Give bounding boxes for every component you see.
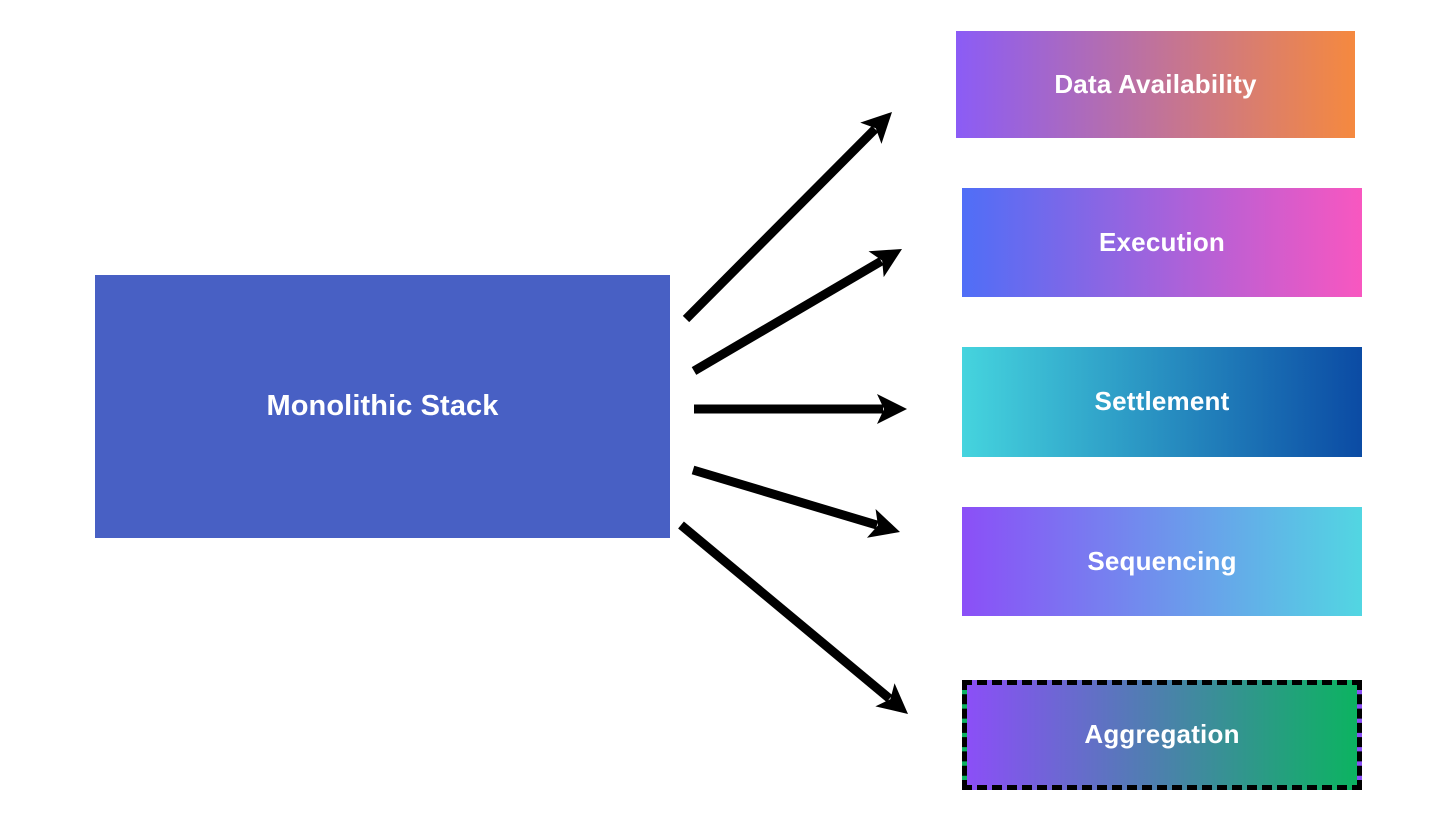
node-settlement[interactable]: Settlement	[962, 347, 1362, 457]
arrowhead-2	[868, 249, 902, 278]
arrow-connector-3	[694, 394, 907, 424]
arrow-connector-1	[682, 112, 892, 323]
arrowhead-5	[875, 683, 908, 714]
node-aggregation[interactable]: Aggregation	[962, 680, 1362, 790]
node-monolithic-stack-label: Monolithic Stack	[266, 390, 499, 423]
arrowhead-1	[860, 112, 892, 144]
node-sequencing[interactable]: Sequencing	[962, 507, 1362, 616]
node-execution-label: Execution	[1098, 226, 1226, 257]
node-sequencing-label: Sequencing	[1087, 545, 1237, 576]
arrowhead-4	[866, 509, 900, 538]
node-aggregation-label: Aggregation	[1084, 719, 1240, 750]
node-data-availability-label: Data Availability	[1054, 68, 1257, 99]
node-monolithic-stack[interactable]: Monolithic Stack	[95, 275, 670, 538]
node-data-availability[interactable]: Data Availability	[956, 31, 1355, 138]
node-execution[interactable]: Execution	[962, 188, 1362, 297]
node-settlement-label: Settlement	[1094, 386, 1230, 417]
arrowhead-3	[877, 394, 907, 424]
arrow-connector-4	[691, 465, 900, 538]
arrow-connector-2	[691, 249, 902, 375]
arrow-connector-5	[678, 521, 908, 714]
